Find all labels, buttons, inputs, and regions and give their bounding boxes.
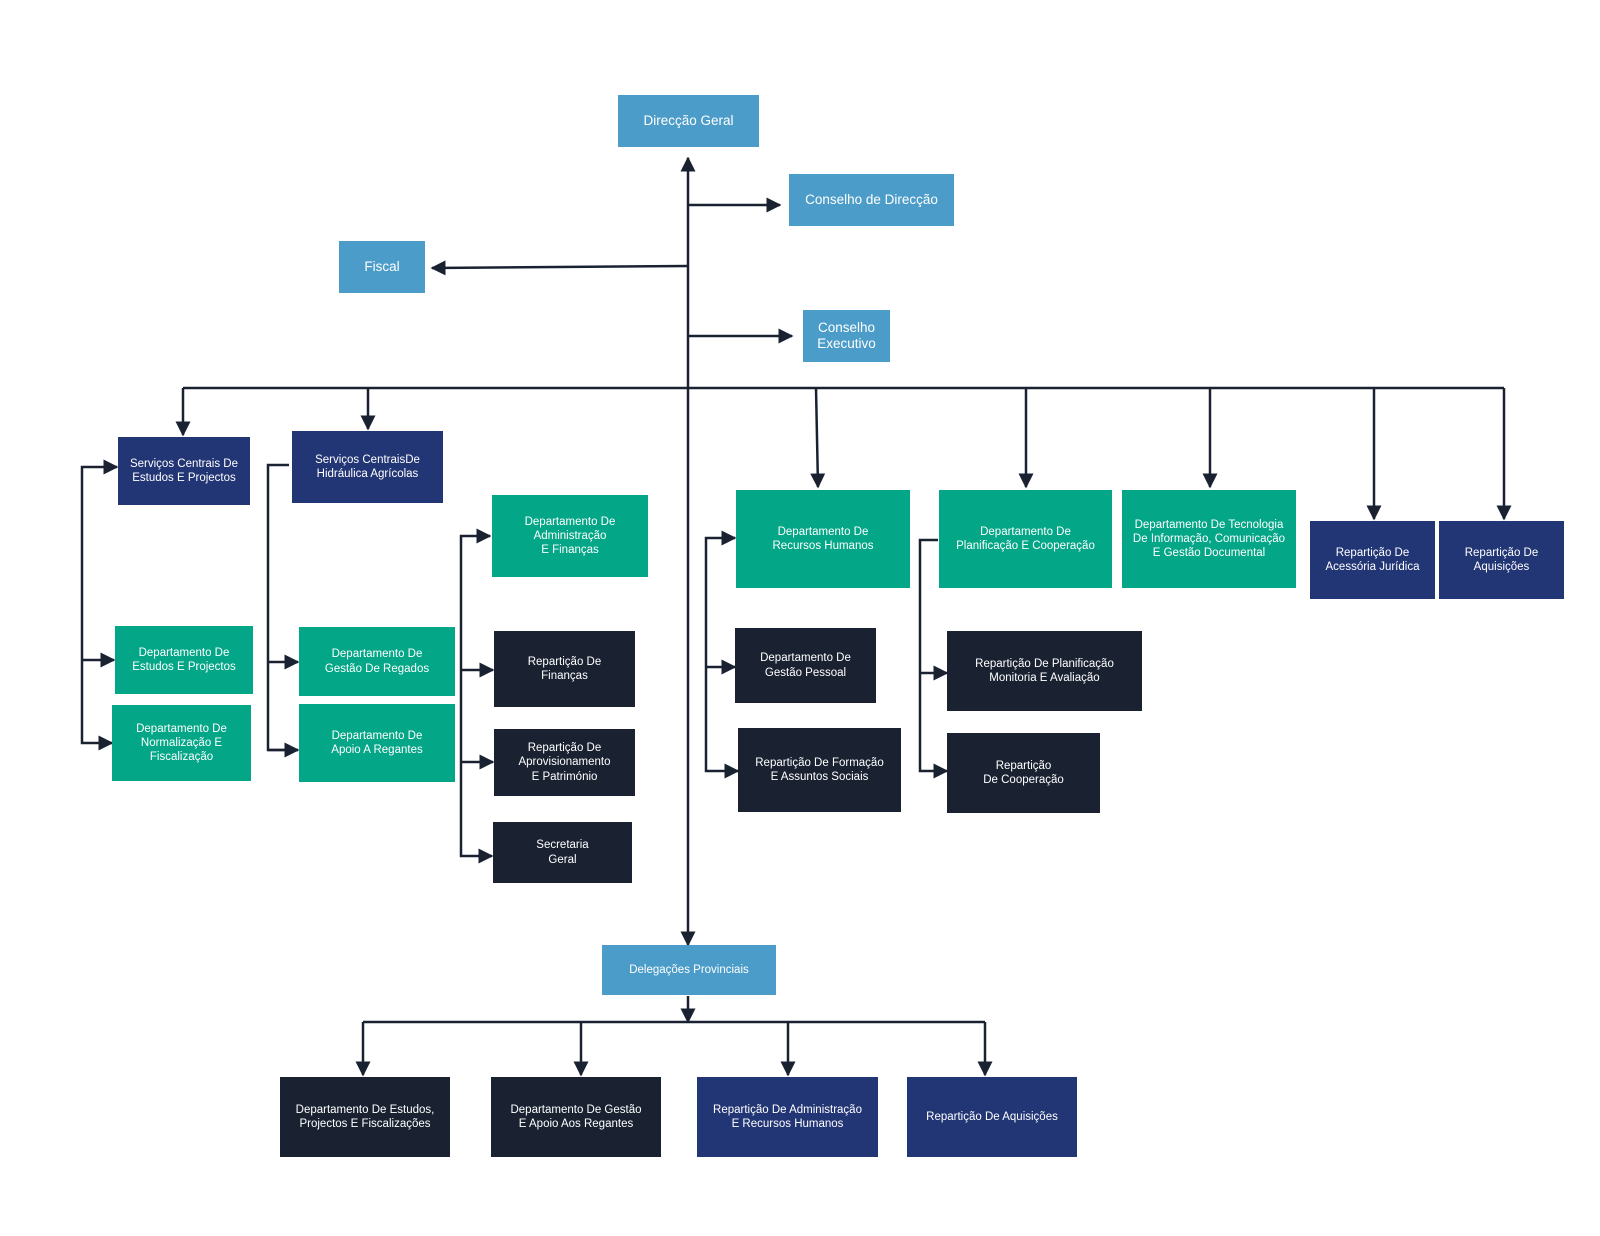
node-delegacoes: Delegações Provinciais [602,945,776,995]
node-label: Departamento De Gestão Pessoal [760,652,851,679]
node-label: Repartição De Administração E Recursos H… [713,1103,862,1130]
node-prov-aquisicoes: Repartição De Aquisições [907,1077,1077,1157]
node-prov-estudos: Departamento De Estudos, Projectos E Fis… [280,1077,450,1157]
node-label: Departamento De Apoio A Regantes [331,729,423,756]
node-label: Departamento De Estudos E Projectos [132,646,236,673]
node-dep-admin: Departamento De Administração E Finanças [492,495,648,577]
node-label: Repartição De Aquisições [1464,546,1539,573]
node-dep-regantes: Departamento De Apoio A Regantes [299,704,455,782]
node-rep-planif: Repartição De Planificação Monitoria E A… [947,631,1142,711]
node-label: Direcção Geral [643,112,734,128]
connector-fiscal [430,260,689,276]
node-dep-rh: Departamento De Recursos Humanos [736,490,910,588]
node-direccao-geral: Direcção Geral [618,95,759,147]
connector-bracket-planif [918,538,949,779]
node-label: Departamento De Estudos, Projectos E Fis… [295,1103,435,1130]
node-secretaria: Secretaria Geral [493,822,632,883]
node-label: Departamento De Gestão De Regados [324,648,430,675]
connector-bracket-estudos [80,459,119,751]
node-rep-coop: Repartição De Cooperação [947,733,1100,813]
node-label: Fiscal [364,258,400,274]
node-label: Departamento De Gestão E Apoio Aos Regan… [510,1103,642,1130]
node-dep-regados: Departamento De Gestão De Regados [299,627,455,696]
node-rep-financas: Repartição De Finanças [494,631,635,707]
connector-drop-rh [810,387,826,489]
node-label: Delegações Provinciais [629,963,749,976]
node-label: Repartição De Finanças [527,655,602,682]
node-dep-tic: Departamento De Tecnologia De Informação… [1122,490,1296,588]
node-rep-aquisicoes: Repartição De Aquisições [1439,521,1564,599]
node-label: Conselho de Direcção [805,191,938,207]
node-rep-juridica: Repartição De Acessória Jurídica [1310,521,1435,599]
node-label: Departamento De Recursos Humanos [772,525,874,552]
node-dep-pessoal: Departamento De Gestão Pessoal [735,628,876,703]
connector-bracket-hidraulica [266,463,298,752]
node-conselho-direccao: Conselho de Direcção [789,174,954,226]
node-fiscal: Fiscal [339,241,425,293]
node-label: Repartição De Aquisições [926,1110,1058,1123]
node-dep-planif: Departamento De Planificação E Cooperaçã… [939,490,1112,588]
node-rep-aprov: Repartição De Aprovisionamento E Patrimó… [494,729,635,796]
node-servicos-estudos: Serviços Centrais De Estudos E Projectos [118,437,250,505]
node-rep-formacao: Repartição De Formação E Assuntos Sociai… [738,728,901,812]
node-label: Departamento De Tecnologia De Informação… [1132,518,1286,559]
node-label: Serviços CentraisDe Hidráulica Agrícolas [315,453,420,480]
node-label: Conselho Executivo [817,319,876,351]
node-label: Repartição De Aprovisionamento E Patrimó… [518,742,611,783]
node-servicos-hidraulica: Serviços CentraisDe Hidráulica Agrícolas [292,431,443,503]
node-prov-regantes: Departamento De Gestão E Apoio Aos Regan… [491,1077,661,1157]
node-conselho-executivo: Conselho Executivo [803,310,890,362]
node-label: Repartição De Acessória Jurídica [1325,546,1420,573]
node-label: Secretaria Geral [536,839,589,866]
node-label: Departamento De Planificação E Cooperaçã… [956,525,1095,552]
node-dep-estudos: Departamento De Estudos E Projectos [115,626,253,694]
node-label: Repartição De Planificação Monitoria E A… [975,657,1114,684]
node-prov-admin: Repartição De Administração E Recursos H… [697,1077,878,1157]
node-label: Departamento De Normalização E Fiscaliza… [136,722,227,763]
connector-bracket-rh [704,530,740,779]
node-label: Serviços Centrais De Estudos E Projectos [129,457,238,484]
node-label: Departamento De Administração E Finanças [524,515,616,556]
node-label: Repartição De Formação E Assuntos Sociai… [755,756,884,783]
node-dep-normalizacao: Departamento De Normalização E Fiscaliza… [112,705,251,781]
node-label: Repartição De Cooperação [983,759,1064,786]
connector-bracket-admin [459,528,494,864]
